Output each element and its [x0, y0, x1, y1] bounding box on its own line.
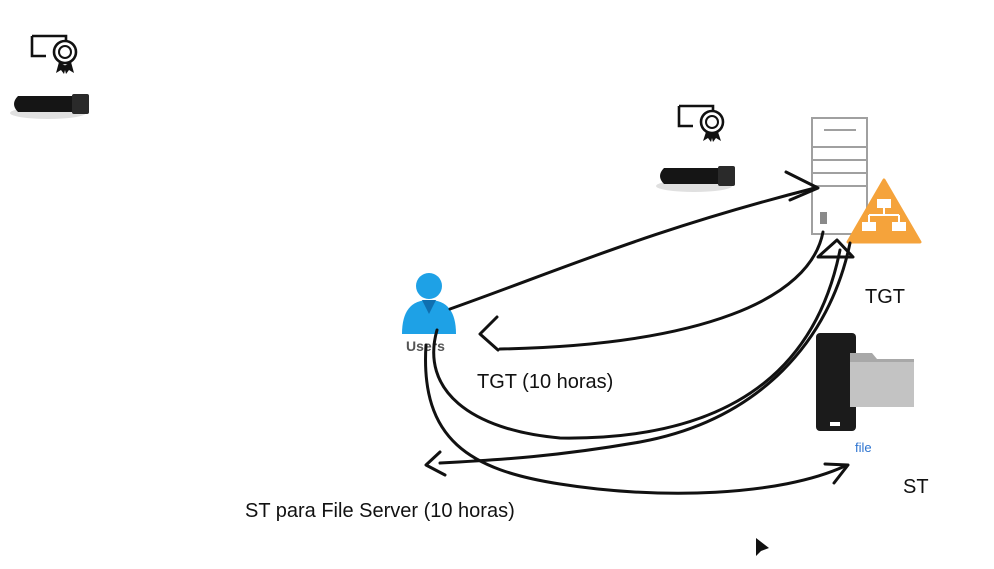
file-caption: file	[855, 440, 872, 455]
arrow-kdc-to-user-st	[438, 241, 852, 465]
arrowhead-user-st	[424, 450, 447, 477]
arrowhead-user-tgt	[478, 315, 500, 352]
arrow-user-to-fileserver	[424, 343, 847, 495]
label-tgt: TGT	[865, 286, 905, 308]
arrow-user-to-kdc	[448, 186, 817, 311]
arrow-kdc-to-user-tgt	[498, 230, 825, 351]
label-tgt-reply: TGT (10 horas)	[477, 371, 614, 393]
arrowhead-kdc-tgt	[816, 238, 855, 259]
label-st: ST	[903, 476, 929, 498]
arrow-user-to-kdc-tgt	[432, 248, 842, 440]
label-st-reply: ST para File Server (10 horas)	[245, 500, 515, 522]
arrowhead-kdc	[784, 170, 820, 202]
arrowhead-fileserver	[823, 462, 850, 485]
